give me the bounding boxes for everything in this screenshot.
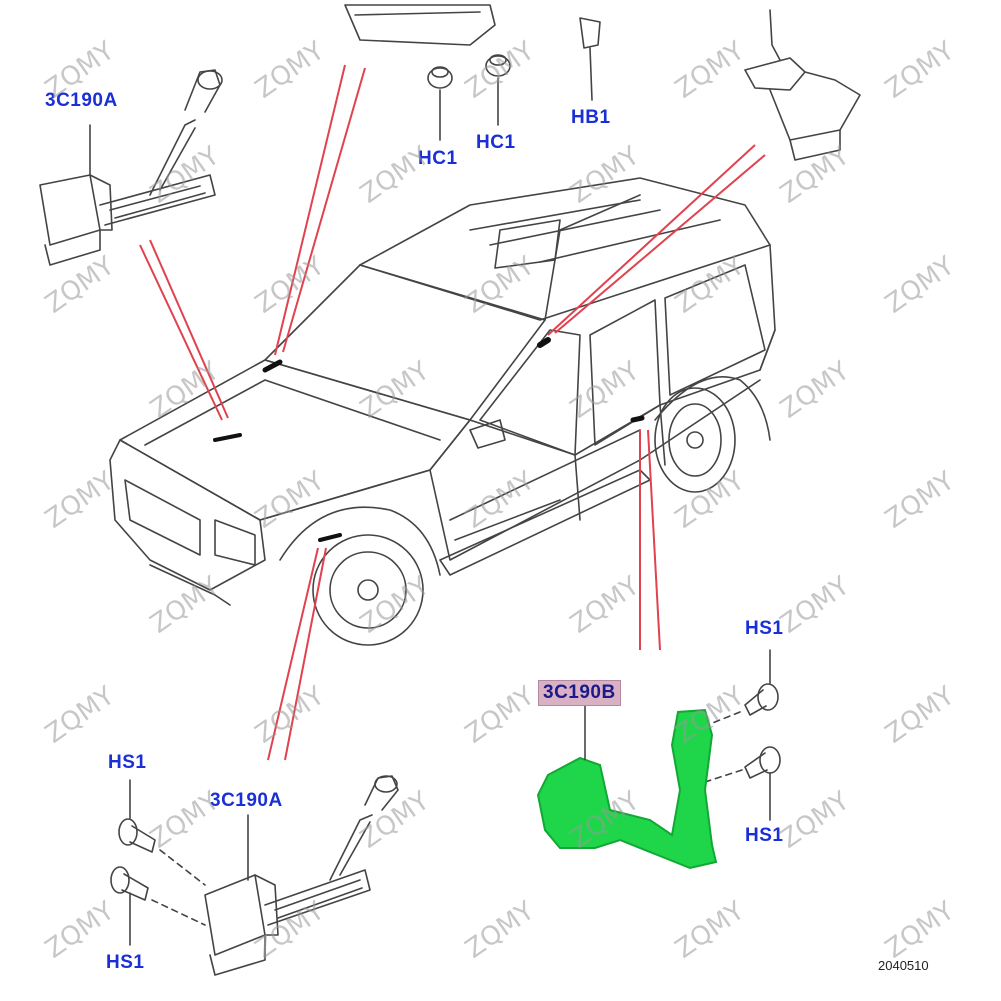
sensor-3c190b-highlighted <box>536 700 718 870</box>
callout-sensor-front-bottom: 3C190A <box>210 790 283 811</box>
callout-sensor-rear: 3C190B <box>538 680 621 706</box>
top-module <box>344 4 496 46</box>
hb1-bolt <box>579 17 601 101</box>
callout-hc1-left: HC1 <box>418 148 458 169</box>
callout-hs1-bottom-left-bottom: HS1 <box>106 952 145 973</box>
vehicle-outline <box>109 177 776 646</box>
hc1-nut-right <box>485 54 511 126</box>
callout-hs1-bottom-left-top: HS1 <box>108 752 147 773</box>
hs1-bolt-upper-right <box>699 649 779 729</box>
callout-hs1-mid-right: HS1 <box>745 825 784 846</box>
leader-lines <box>139 64 766 761</box>
hs1-bolt-upper-left <box>118 779 206 886</box>
hs1-bolt-lower-left <box>110 866 206 946</box>
sensor-top-right <box>744 9 861 161</box>
hs1-bolt-lower-right <box>704 746 781 821</box>
callout-hb1: HB1 <box>571 107 611 128</box>
callout-hs1-top-right: HS1 <box>745 618 784 639</box>
sensor-3c190a-top <box>39 69 223 266</box>
hc1-nut-left <box>427 66 453 141</box>
reference-number: 2040510 <box>878 958 929 973</box>
callout-sensor-front-top: 3C190A <box>45 90 118 111</box>
sensor-3c190a-bottom <box>204 775 399 976</box>
callout-hc1-right: HC1 <box>476 132 516 153</box>
